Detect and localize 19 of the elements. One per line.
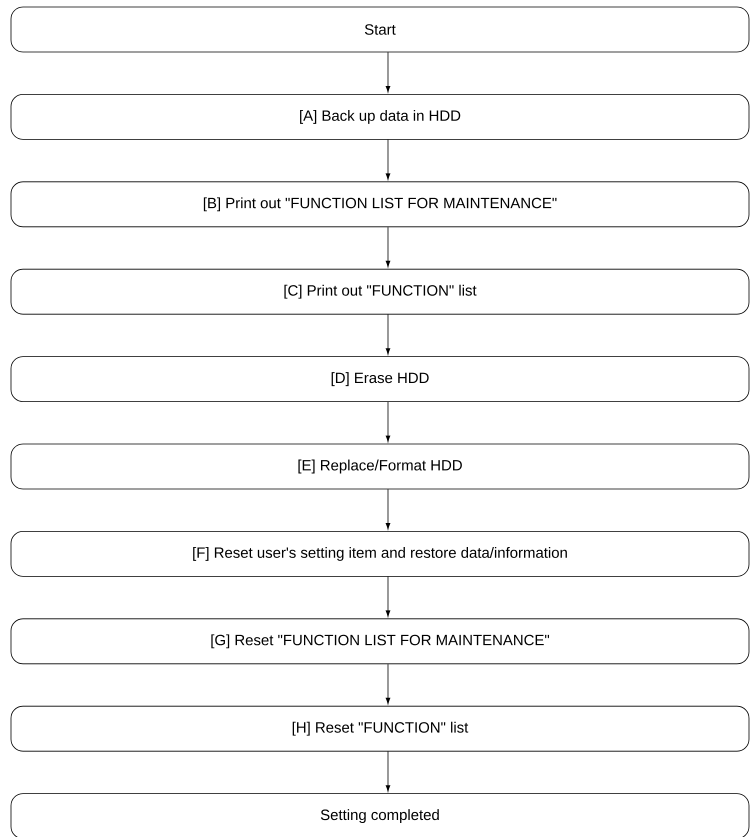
process-box: Setting completed	[10, 793, 750, 837]
arrow	[386, 664, 390, 704]
process-box: [B] Print out "FUNCTION LIST FOR MAINTENANCE"	[10, 181, 750, 228]
arrow	[386, 751, 390, 792]
arrow	[386, 226, 390, 268]
arrow	[386, 139, 390, 180]
process-box: Start	[10, 6, 750, 52]
process-box: [D] Erase HDD	[10, 356, 750, 402]
arrow	[386, 402, 390, 442]
process-box: [E] Replace/Format HDD	[10, 444, 750, 490]
process-box: [C] Print out "FUNCTION" list	[10, 268, 750, 315]
process-box: [F] Reset user's setting item and restore data/information	[10, 531, 750, 577]
process-box: [G] Reset "FUNCTION LIST FOR MAINTENANCE"	[10, 618, 750, 664]
arrow	[386, 52, 390, 92]
arrow	[386, 489, 390, 530]
arrow	[386, 576, 390, 617]
process-box: [H] Reset "FUNCTION" list	[10, 706, 750, 752]
process-box: [A] Back up data in HDD	[10, 94, 750, 140]
arrow	[386, 314, 390, 355]
